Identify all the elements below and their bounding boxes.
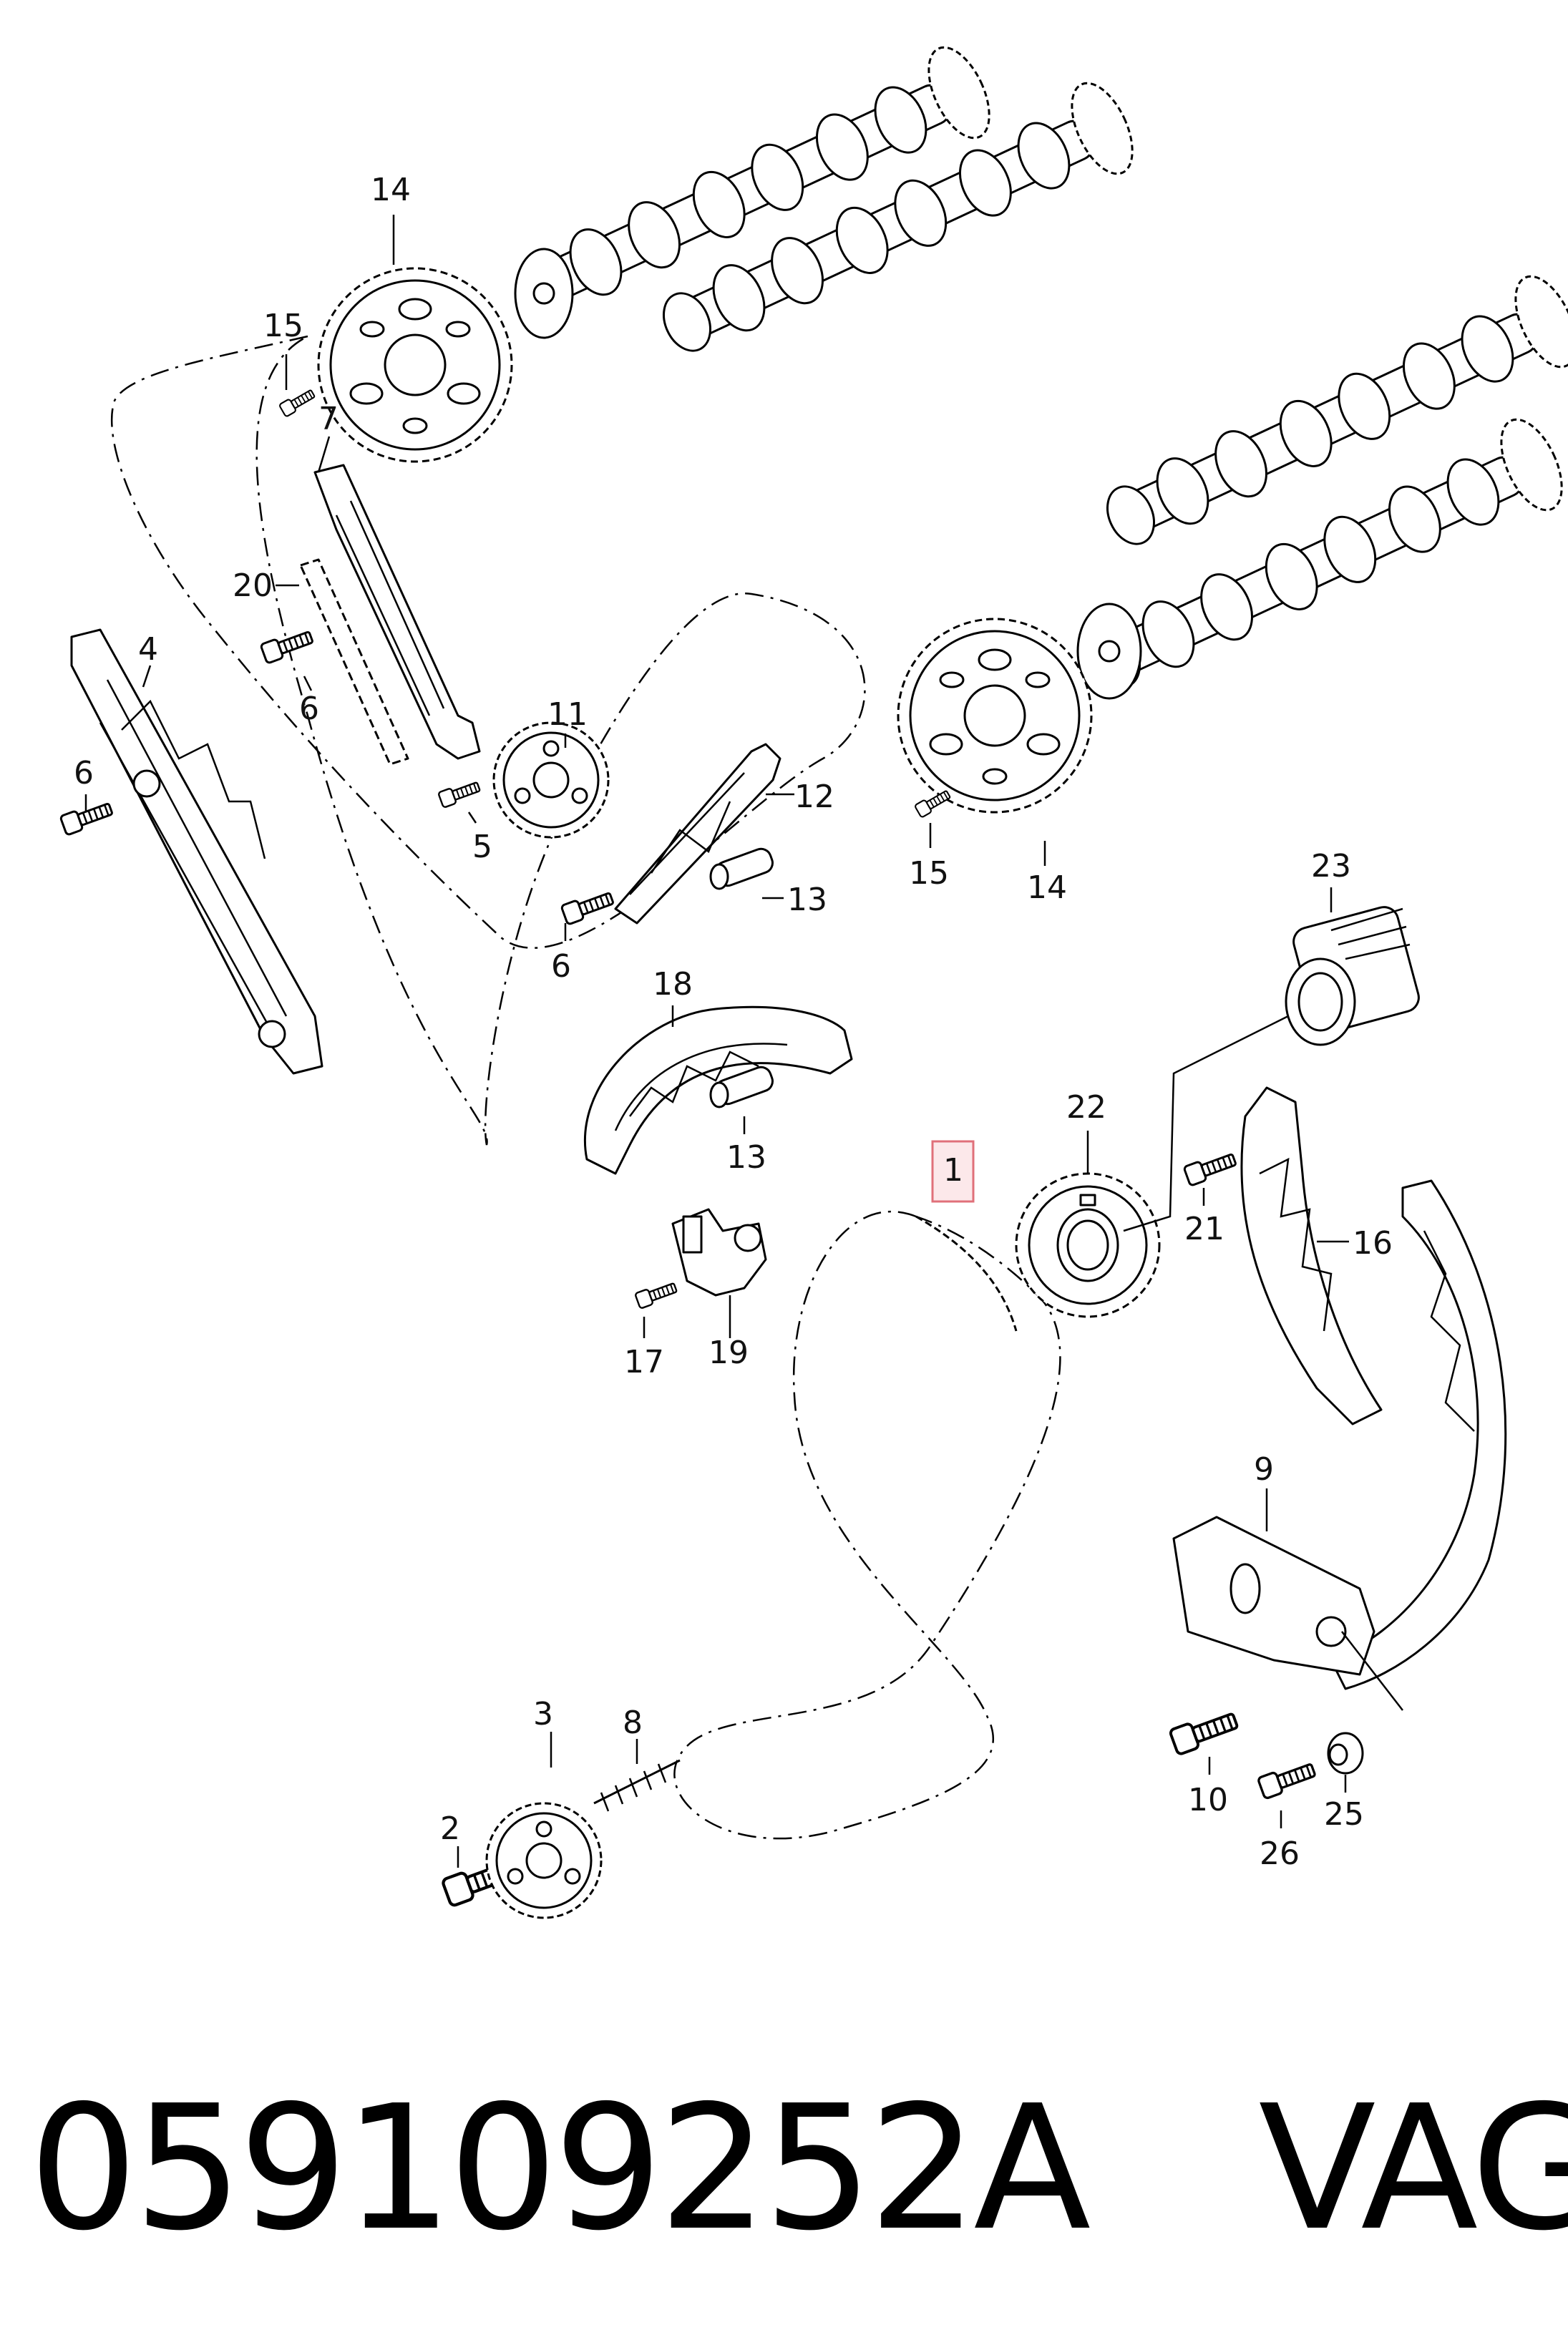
- guide-rail-18: [584, 1005, 853, 1175]
- spring-8: [593, 1759, 681, 1812]
- part-caption: 059109252A VAG: [29, 2032, 1568, 2304]
- bolt-6-mid: [259, 626, 316, 665]
- lower-timing-chain-path: [673, 1211, 1061, 1840]
- tensioner-rail-16: [1240, 1086, 1383, 1425]
- callout-16: 16: [1353, 1225, 1393, 1262]
- callout-17: 17: [624, 1344, 664, 1380]
- callout-13-lower: 13: [726, 1139, 766, 1176]
- sprocket-11: [492, 721, 610, 839]
- chain-segment-20: [299, 558, 409, 766]
- callout-10: 10: [1188, 1782, 1228, 1818]
- callout-11: 11: [547, 696, 588, 733]
- callout-20: 20: [233, 567, 273, 604]
- crankshaft-sprocket-22: [1015, 1172, 1161, 1318]
- callout-13-upper: 13: [787, 882, 827, 918]
- bolt-15-right: [913, 787, 953, 819]
- bolt-10: [1168, 1707, 1242, 1757]
- callout-8: 8: [623, 1705, 643, 1741]
- guide-rail-7: [313, 464, 481, 760]
- callout-22: 22: [1066, 1089, 1106, 1126]
- callout-25: 25: [1324, 1796, 1364, 1833]
- callout-5: 5: [472, 829, 492, 865]
- callout-15-right: 15: [909, 855, 949, 892]
- callout-21: 21: [1184, 1211, 1224, 1247]
- guide-rail-large: [1330, 1179, 1507, 1690]
- oil-pump-sprocket-3: [485, 1802, 603, 1919]
- highlight-box-part-1: [931, 1140, 975, 1203]
- bushing-25: [1327, 1732, 1364, 1775]
- callout-14-upper: 14: [371, 172, 411, 208]
- bushing-13-upper: [709, 847, 774, 890]
- callout-6-lower: 6: [551, 948, 571, 985]
- bolt-17: [633, 1279, 679, 1310]
- gear-23: [1285, 906, 1420, 1046]
- callout-4: 4: [138, 631, 158, 668]
- callout-15-upper: 15: [263, 308, 303, 344]
- guide-rail-4: [70, 628, 323, 1075]
- callout-2: 2: [440, 1810, 460, 1847]
- bolt-21: [1182, 1149, 1239, 1187]
- bolt-6-left: [59, 798, 115, 837]
- bolt-6-lower: [560, 887, 616, 926]
- callout-23: 23: [1311, 848, 1351, 884]
- camshaft-sprocket-upper: [317, 267, 513, 463]
- bolt-15-upper: [278, 386, 318, 418]
- callout-18: 18: [653, 966, 693, 1003]
- callout-labels: 14 15 7 20 4 6 6 11 5 12 13 6 15 14 23 1…: [74, 172, 1393, 1872]
- callout-19: 19: [708, 1335, 749, 1371]
- camshaft-flange-right: [1076, 603, 1142, 700]
- callout-3: 3: [533, 1696, 553, 1732]
- callout-6-left: 6: [74, 755, 94, 791]
- callout-7: 7: [318, 401, 339, 437]
- callout-12: 12: [794, 779, 834, 815]
- callout-9: 9: [1254, 1451, 1274, 1488]
- callout-1: 1: [943, 1152, 963, 1189]
- leader-lines: [84, 215, 1403, 1868]
- timing-chain-1: [915, 1215, 1018, 1332]
- callout-6-mid: 6: [299, 691, 319, 727]
- callout-14-right: 14: [1027, 869, 1067, 906]
- timing-chain-exploded-diagram: 14 15 7 20 4 6 6 11 5 12 13 6 15 14 23 1…: [59, 37, 1568, 1919]
- camshaft-flange-upper: [514, 248, 574, 339]
- callout-26: 26: [1260, 1836, 1300, 1872]
- bolt-26: [1256, 1758, 1318, 1800]
- camshaft-sprocket-right: [897, 618, 1093, 814]
- brand-name: VAG: [1258, 2068, 1568, 2268]
- bushing-13-lower: [709, 1066, 774, 1108]
- bracket-9: [1172, 1516, 1375, 1676]
- bolt-5: [437, 778, 482, 809]
- tensioner-rail-12: [614, 743, 781, 925]
- part-number: 059109252A: [29, 2068, 1091, 2268]
- upper-timing-chain-path: [111, 335, 866, 1146]
